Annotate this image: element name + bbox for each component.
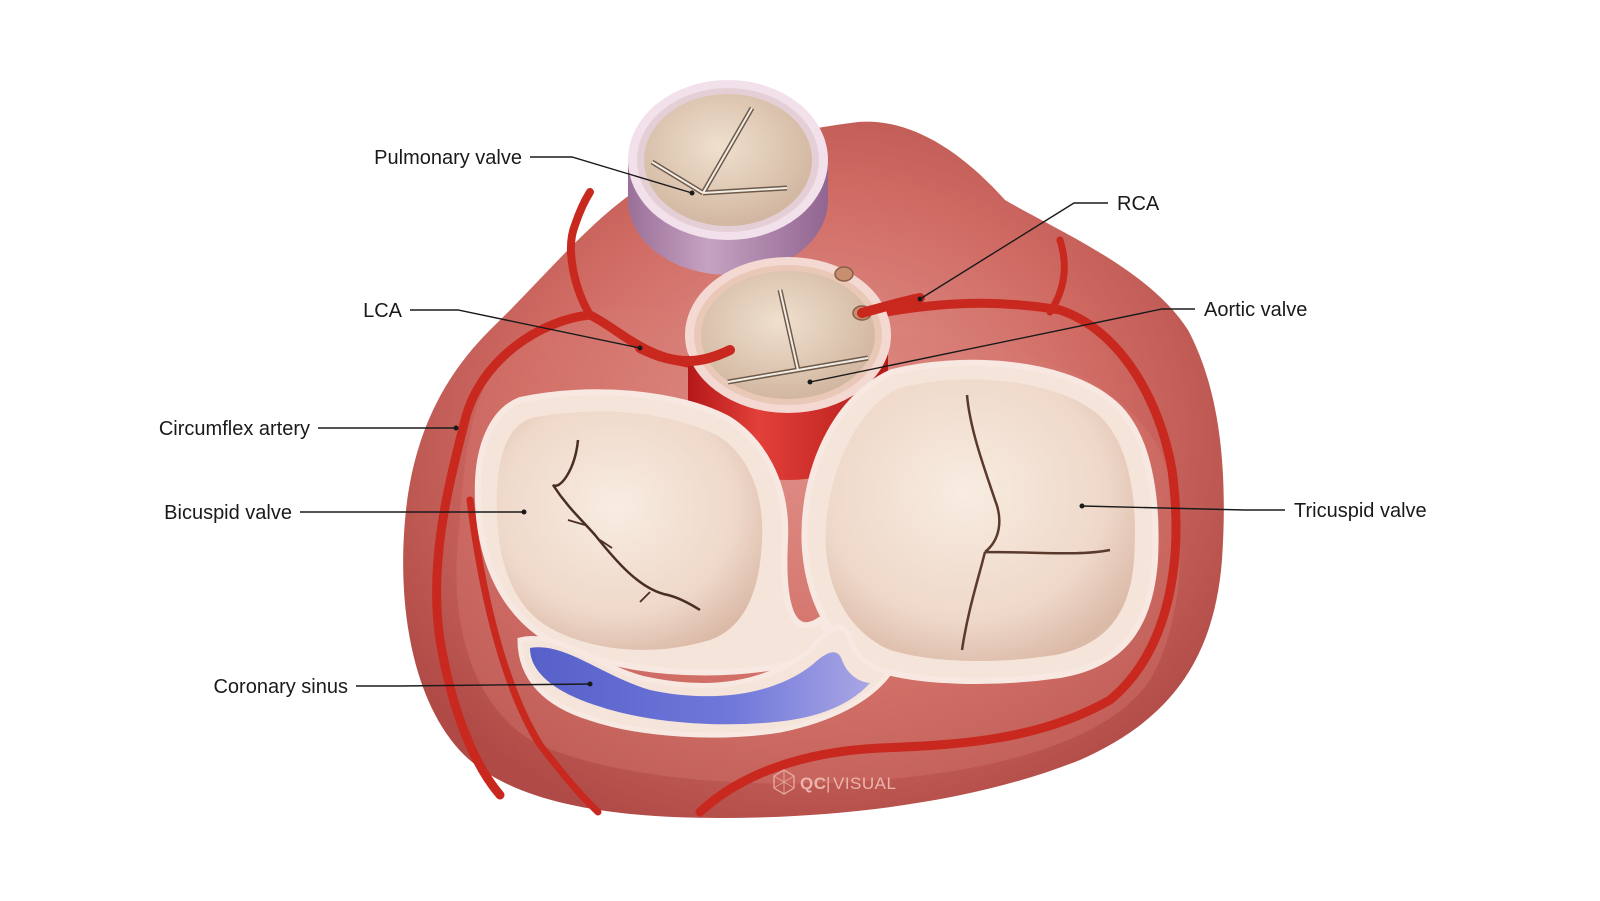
rca-course <box>695 298 1181 817</box>
rca-origin <box>857 293 925 318</box>
lca-branch-upper <box>566 188 594 319</box>
label-pulmonary-valve: Pulmonary valve <box>374 147 522 169</box>
label-coronary-sinus: Coronary sinus <box>213 676 348 698</box>
rca-branch <box>1046 236 1068 316</box>
label-aortic-valve: Aortic valve <box>1204 299 1307 321</box>
leader-lca <box>410 309 641 349</box>
coronary-sinus <box>517 625 895 738</box>
label-circumflex-artery: Circumflex artery <box>159 418 310 440</box>
leader-pulmonary-valve <box>530 156 693 194</box>
label-tricuspid-valve: Tricuspid valve <box>1294 500 1427 522</box>
watermark: QC | VISUAL <box>773 769 896 795</box>
label-rca: RCA <box>1117 193 1160 215</box>
bicuspid-valve <box>474 389 845 676</box>
leader-tricuspid-valve <box>1081 505 1285 511</box>
label-lca: LCA <box>363 300 403 322</box>
leader-aortic-valve <box>809 308 1195 383</box>
label-bicuspid-valve: Bicuspid valve <box>164 502 292 524</box>
watermark-divider: | <box>826 774 831 793</box>
circumflex-branch <box>466 496 602 816</box>
lca-origin <box>635 343 735 366</box>
circumflex-artery <box>432 310 693 800</box>
leader-coronary-sinus <box>356 683 591 687</box>
leader-rca <box>919 202 1108 300</box>
watermark-brand: QC <box>800 774 827 793</box>
tricuspid-valve <box>801 359 1159 685</box>
watermark-suffix: VISUAL <box>833 774 896 793</box>
pulmonary-trunk <box>628 80 828 275</box>
qc-visual-logo-icon <box>773 769 795 795</box>
leader-lines <box>300 156 1285 687</box>
